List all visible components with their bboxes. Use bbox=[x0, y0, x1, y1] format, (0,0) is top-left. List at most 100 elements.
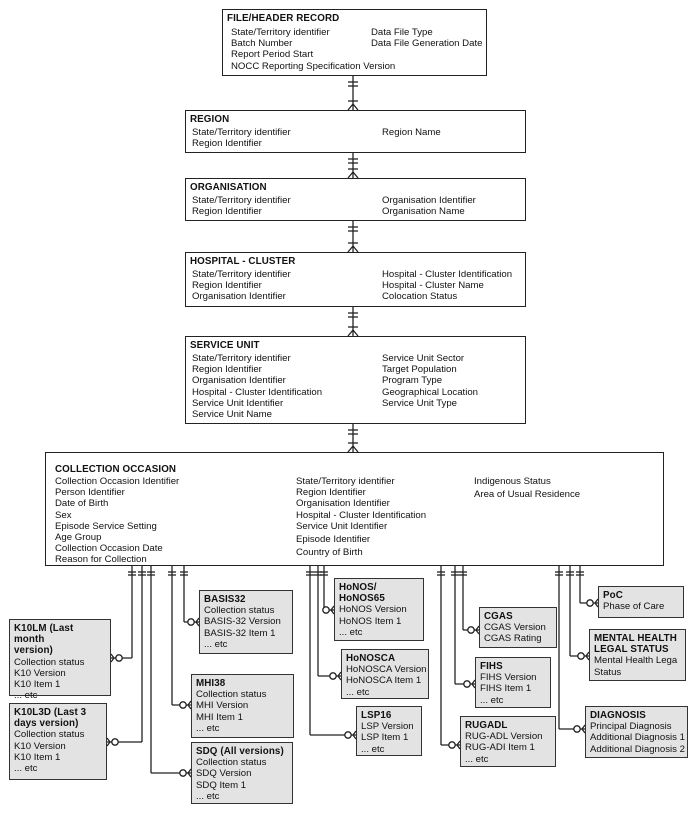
zero-circle bbox=[179, 769, 187, 777]
entity-k10lm[interactable]: K10LM (Last month version) Collection st… bbox=[9, 619, 111, 701]
entity-title: COLLECTION OCCASION bbox=[55, 464, 177, 475]
field: K10 Item 1 bbox=[14, 679, 61, 691]
entity-title: PoC bbox=[603, 590, 623, 601]
entity-collection-occasion[interactable]: COLLECTION OCCASION Collection Occasion … bbox=[45, 452, 664, 566]
zero-circle bbox=[577, 652, 585, 660]
field: Service Unit Identifier bbox=[296, 520, 388, 532]
entity-service-unit[interactable]: SERVICE UNIT State/Territory identifier … bbox=[185, 336, 526, 424]
field: Collection status bbox=[14, 729, 85, 741]
crows-foot bbox=[352, 329, 359, 337]
entity-title: ORGANISATION bbox=[190, 182, 267, 193]
field: Program Type bbox=[382, 375, 443, 387]
entity-honos[interactable]: HoNOS/ HoNOS65 HoNOS Version HoNOS Item … bbox=[334, 578, 424, 641]
entity-hospital-cluster[interactable]: HOSPITAL - CLUSTER State/Territory ident… bbox=[185, 252, 526, 307]
zero-circle bbox=[179, 701, 187, 709]
field: State/Territory identifier bbox=[296, 476, 395, 487]
crows-foot bbox=[187, 700, 192, 706]
entity-k10l3d[interactable]: K10L3D (Last 3 days version) Collection … bbox=[9, 703, 107, 780]
field: State/Territory identifier bbox=[231, 27, 330, 38]
zero-circle bbox=[115, 654, 123, 662]
crows-foot bbox=[330, 609, 335, 615]
field: Area of Usual Residence bbox=[474, 489, 581, 501]
field: Reason for Collection bbox=[55, 554, 147, 566]
field: RUG-ADL Version bbox=[465, 731, 543, 743]
entity-title: K10LM (Last month bbox=[14, 623, 74, 646]
field: Collection status bbox=[204, 605, 275, 617]
crows-foot bbox=[347, 171, 354, 179]
field: Organisation Identifier bbox=[192, 375, 286, 387]
crows-foot bbox=[594, 598, 599, 604]
entity-basis32[interactable]: BASIS32 Collection status BASIS-32 Versi… bbox=[199, 590, 293, 654]
field: Phase of Care bbox=[603, 601, 665, 613]
field: K10 Version bbox=[14, 740, 66, 752]
field: Episode Service Setting bbox=[55, 520, 157, 532]
field: Collection Occasion Identifier bbox=[55, 476, 180, 487]
crows-foot bbox=[347, 445, 354, 453]
crows-foot bbox=[347, 329, 354, 337]
crows-foot bbox=[585, 651, 590, 657]
crows-foot bbox=[475, 629, 480, 635]
field: Hospital - Cluster Identification bbox=[296, 509, 427, 521]
field: Batch Number bbox=[231, 38, 293, 50]
entity-sdq[interactable]: SDQ (All versions) Collection status SDQ… bbox=[191, 742, 293, 804]
crows-foot bbox=[187, 768, 192, 774]
field: Service Unit Sector bbox=[382, 353, 465, 364]
entity-title: MENTAL HEALTH bbox=[594, 633, 677, 644]
field: FIHS Item 1 bbox=[480, 683, 532, 695]
crows-foot bbox=[110, 657, 115, 663]
entity-cgas[interactable]: CGAS CGAS Version CGAS Rating bbox=[479, 607, 557, 648]
field: Sex bbox=[55, 509, 72, 521]
field: CGAS Rating bbox=[484, 633, 542, 645]
field: Hospital - Cluster Name bbox=[382, 280, 484, 292]
zero-circle bbox=[187, 618, 195, 626]
entity-title: SERVICE UNIT bbox=[190, 340, 260, 351]
field: SDQ Version bbox=[196, 768, 252, 780]
field: Hospital - Cluster Identification bbox=[192, 386, 323, 398]
field: Colocation Status bbox=[382, 291, 458, 303]
entity-organisation[interactable]: ORGANISATION State/Territory identifier … bbox=[185, 178, 526, 221]
crows-foot bbox=[110, 653, 115, 659]
crows-foot bbox=[456, 740, 461, 746]
entity-title: REGION bbox=[190, 114, 230, 125]
crows-foot bbox=[106, 741, 111, 747]
crows-foot bbox=[352, 734, 357, 740]
entity-mhi38[interactable]: MHI38 Collection status MHI Version MHI … bbox=[191, 674, 294, 738]
entity-title: BASIS32 bbox=[204, 594, 246, 605]
entity-file-header-record[interactable]: FILE/HEADER RECORD State/Territory ident… bbox=[222, 9, 487, 76]
field: ... etc bbox=[196, 790, 220, 802]
entity-mental-health-legal-status[interactable]: MENTAL HEALTH LEGAL STATUS Mental Health… bbox=[589, 629, 686, 681]
field: Status bbox=[594, 666, 622, 678]
field: MHI Version bbox=[196, 700, 249, 712]
entity-title: DIAGNOSIS bbox=[590, 710, 646, 721]
entity-diagnosis[interactable]: DIAGNOSIS Principal Diagnosis Additional… bbox=[585, 706, 688, 758]
field: Data File Generation Date bbox=[371, 38, 483, 50]
field: Collection status bbox=[196, 689, 267, 701]
entity-title: HoNOSCA bbox=[346, 653, 396, 664]
crows-foot bbox=[581, 724, 586, 730]
field: Organisation Identifier bbox=[192, 291, 286, 303]
field: BASIS-32 Version bbox=[204, 616, 281, 628]
field: HoNOSCA Item 1 bbox=[346, 675, 422, 687]
crows-foot bbox=[352, 730, 357, 736]
field: Region Identifier bbox=[192, 138, 262, 150]
field: ... etc bbox=[465, 753, 489, 765]
entity-region[interactable]: REGION State/Territory identifier Region… bbox=[185, 110, 526, 153]
crows-foot bbox=[337, 675, 342, 681]
field: Region Identifier bbox=[192, 206, 262, 218]
zero-circle bbox=[573, 725, 581, 733]
field: ... etc bbox=[204, 638, 228, 650]
entity-lsp16[interactable]: LSP16 LSP Version LSP Item 1 ... etc bbox=[356, 706, 422, 756]
crows-foot bbox=[471, 679, 476, 685]
entity-title: MHI38 bbox=[196, 678, 226, 689]
entity-rugadl[interactable]: RUGADL RUG-ADL Version RUG-ADI Item 1 ..… bbox=[460, 716, 556, 767]
entity-poc[interactable]: PoC Phase of Care bbox=[598, 586, 684, 618]
field: CGAS Version bbox=[484, 622, 546, 634]
entity-fihs[interactable]: FIHS FIHS Version FIHS Item 1 ... etc bbox=[475, 657, 551, 708]
crows-foot bbox=[347, 103, 354, 111]
entity-title: FIHS bbox=[480, 661, 503, 672]
zero-circle bbox=[467, 626, 475, 634]
field: Region Identifier bbox=[192, 280, 262, 292]
field: Collection status bbox=[196, 757, 267, 769]
crows-foot bbox=[330, 605, 335, 611]
entity-honosca[interactable]: HoNOSCA HoNOSCA Version HoNOSCA Item 1 .… bbox=[341, 649, 429, 699]
